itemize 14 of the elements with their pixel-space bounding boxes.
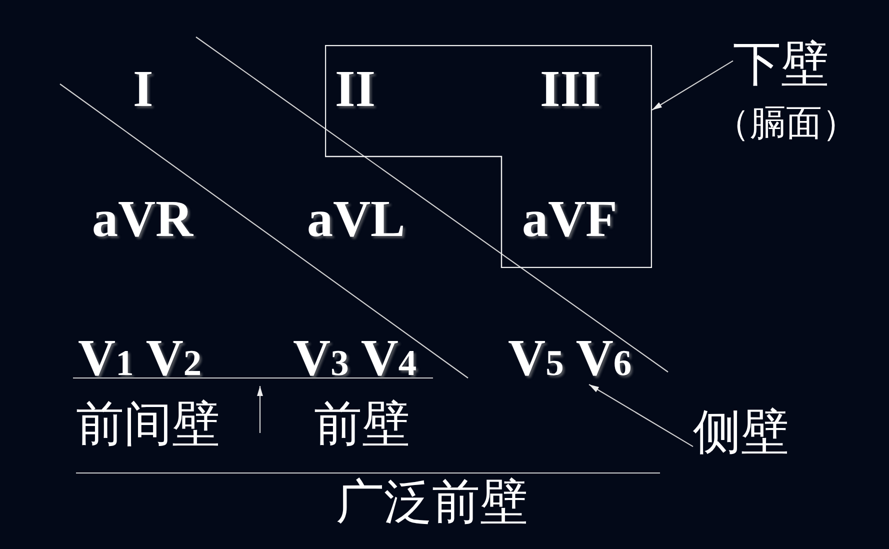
lead-label: III	[540, 64, 601, 116]
lead-label: I	[133, 64, 154, 116]
lead-label: aVL	[307, 194, 406, 246]
wall-sublabel: （膈面）	[714, 106, 858, 142]
wall-label: 前壁	[314, 400, 410, 448]
wall-label: 前间壁	[76, 400, 220, 448]
leader-arrow	[588, 384, 694, 448]
wall-label: 广泛前壁	[336, 478, 528, 526]
lead-label: II	[335, 64, 376, 116]
lead-label: aVR	[92, 194, 194, 246]
wall-label: 下壁	[733, 40, 829, 88]
wall-label: 侧壁	[693, 408, 789, 456]
leader-arrow	[652, 60, 734, 110]
lead-label: aVF	[522, 194, 618, 246]
